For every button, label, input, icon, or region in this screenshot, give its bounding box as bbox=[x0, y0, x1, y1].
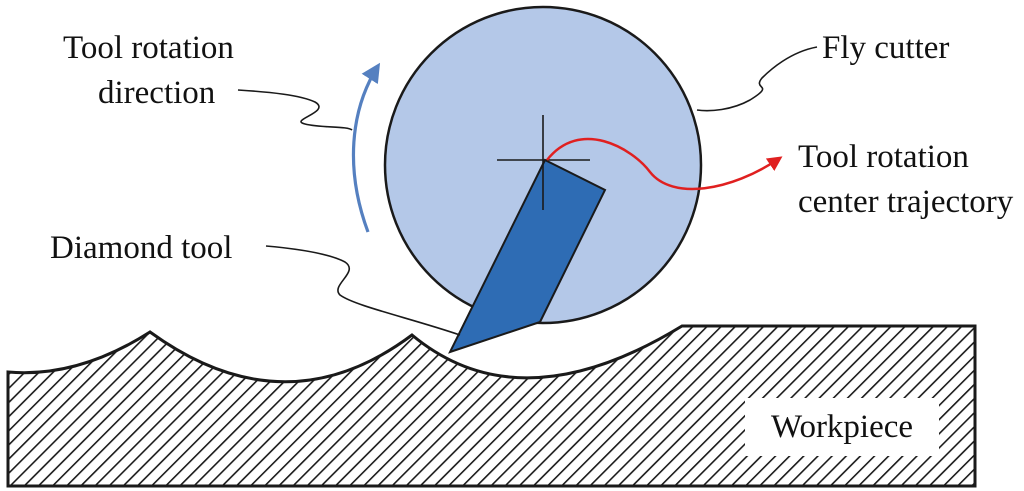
leader-line-rotation-direction bbox=[237, 89, 353, 131]
leader-line-diamond-tool bbox=[265, 245, 461, 336]
leader-line-fly-cutter bbox=[696, 46, 818, 112]
label-trajectory-line2: center trajectory bbox=[798, 184, 1014, 220]
workpiece-label-box bbox=[745, 398, 939, 456]
label-diamond-tool: Diamond tool bbox=[50, 230, 232, 266]
label-tool-rotation-direction-line1: Tool rotation bbox=[63, 30, 234, 66]
rotation-direction-arrow bbox=[351, 62, 381, 233]
label-trajectory-line1: Tool rotation bbox=[798, 139, 969, 175]
workpiece-body bbox=[6, 324, 977, 488]
label-fly-cutter: Fly cutter bbox=[822, 30, 949, 66]
diamond-tool bbox=[448, 158, 607, 354]
workpiece-label: Workpiece bbox=[771, 409, 913, 445]
trajectory-arrow bbox=[546, 137, 783, 191]
label-tool-rotation-direction-line2: direction bbox=[98, 75, 215, 111]
